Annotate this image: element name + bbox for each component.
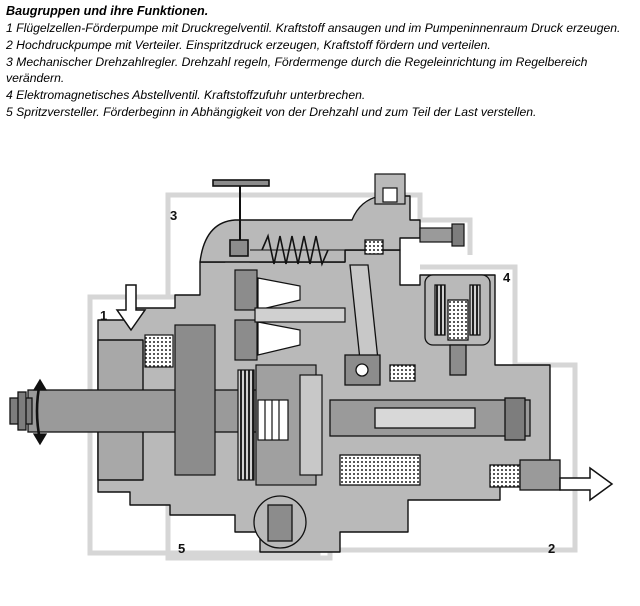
rotation-arrowhead-icon	[32, 378, 48, 391]
drive-shaft-body	[27, 389, 259, 433]
start-spring	[389, 364, 416, 382]
adjustment-screw	[374, 173, 465, 247]
label-4: 4	[503, 270, 511, 285]
caption-item-1: 1 Flügelzellen-Förderpumpe mit Druckrege…	[6, 21, 621, 35]
label-5: 5	[178, 541, 185, 556]
drive-shaft	[9, 378, 259, 446]
vane-pump	[144, 324, 216, 476]
caption-item-4: 4 Elektromagnetisches Abstellventil. Kra…	[6, 88, 366, 103]
solenoid-valve	[424, 274, 491, 376]
label-1: 1	[100, 308, 107, 323]
timing-spring	[339, 454, 421, 486]
flyweight-upper	[234, 269, 258, 311]
cam-disc	[237, 364, 323, 486]
solenoid-coil-left	[434, 284, 446, 336]
rotation-arrowhead-lower-icon	[32, 433, 48, 446]
full-load-nut	[451, 223, 465, 247]
label-3: 3	[170, 208, 177, 223]
pressure-regulating-valve	[144, 334, 174, 368]
distributor-pump	[329, 397, 561, 491]
flyweight-lower-teeth	[257, 321, 301, 356]
frame-3	[165, 192, 473, 295]
flyweight-upper-teeth	[257, 277, 301, 311]
plunger-plug	[504, 397, 526, 441]
shaft-nut-face	[17, 391, 27, 431]
timing-piston	[267, 504, 293, 542]
delivery-valve	[489, 464, 521, 488]
caption-block: Baugruppen und ihre Funktionen. 1 Flügel…	[6, 3, 634, 121]
label-2: 2	[548, 541, 555, 556]
toothed-ring	[237, 369, 255, 481]
solenoid-coil-right	[469, 284, 481, 336]
governor-shaft	[254, 307, 346, 323]
caption-item-3: 3 Mechanischer Drehzahlregler. Drehzahl …	[6, 54, 588, 86]
roller-window	[257, 399, 289, 441]
spring-retainer	[229, 239, 249, 257]
vane-pump-rotor	[174, 324, 216, 476]
fuel-outlet-arrow-icon	[559, 466, 614, 502]
idle-spring	[364, 239, 384, 255]
delivery-valve-holder	[519, 459, 561, 491]
lever-pivot	[355, 363, 369, 377]
caption-heading: Baugruppen und ihre Funktionen.	[6, 4, 209, 18]
caption-item-5: 5 Spritzversteller. Förderbeginn in Abhä…	[6, 104, 537, 119]
screw-head	[382, 187, 398, 203]
governor-lever	[344, 239, 416, 386]
fuel-inlet-arrow-icon	[115, 284, 147, 332]
governor-flyweights	[234, 269, 346, 361]
flyweight-lower	[234, 319, 258, 361]
roller-ring	[299, 374, 323, 476]
governor-spring	[212, 179, 350, 267]
pump-cross-section-diagram: 1 3 4 2 5	[9, 173, 614, 561]
timing-device	[253, 495, 307, 549]
distributor-head	[374, 407, 476, 429]
solenoid-plunger	[447, 299, 469, 341]
speed-lever	[212, 179, 270, 187]
solenoid-stem	[449, 344, 467, 376]
caption-item-2: 2 Hochdruckpumpe mit Verteiler. Einsprit…	[6, 37, 491, 52]
